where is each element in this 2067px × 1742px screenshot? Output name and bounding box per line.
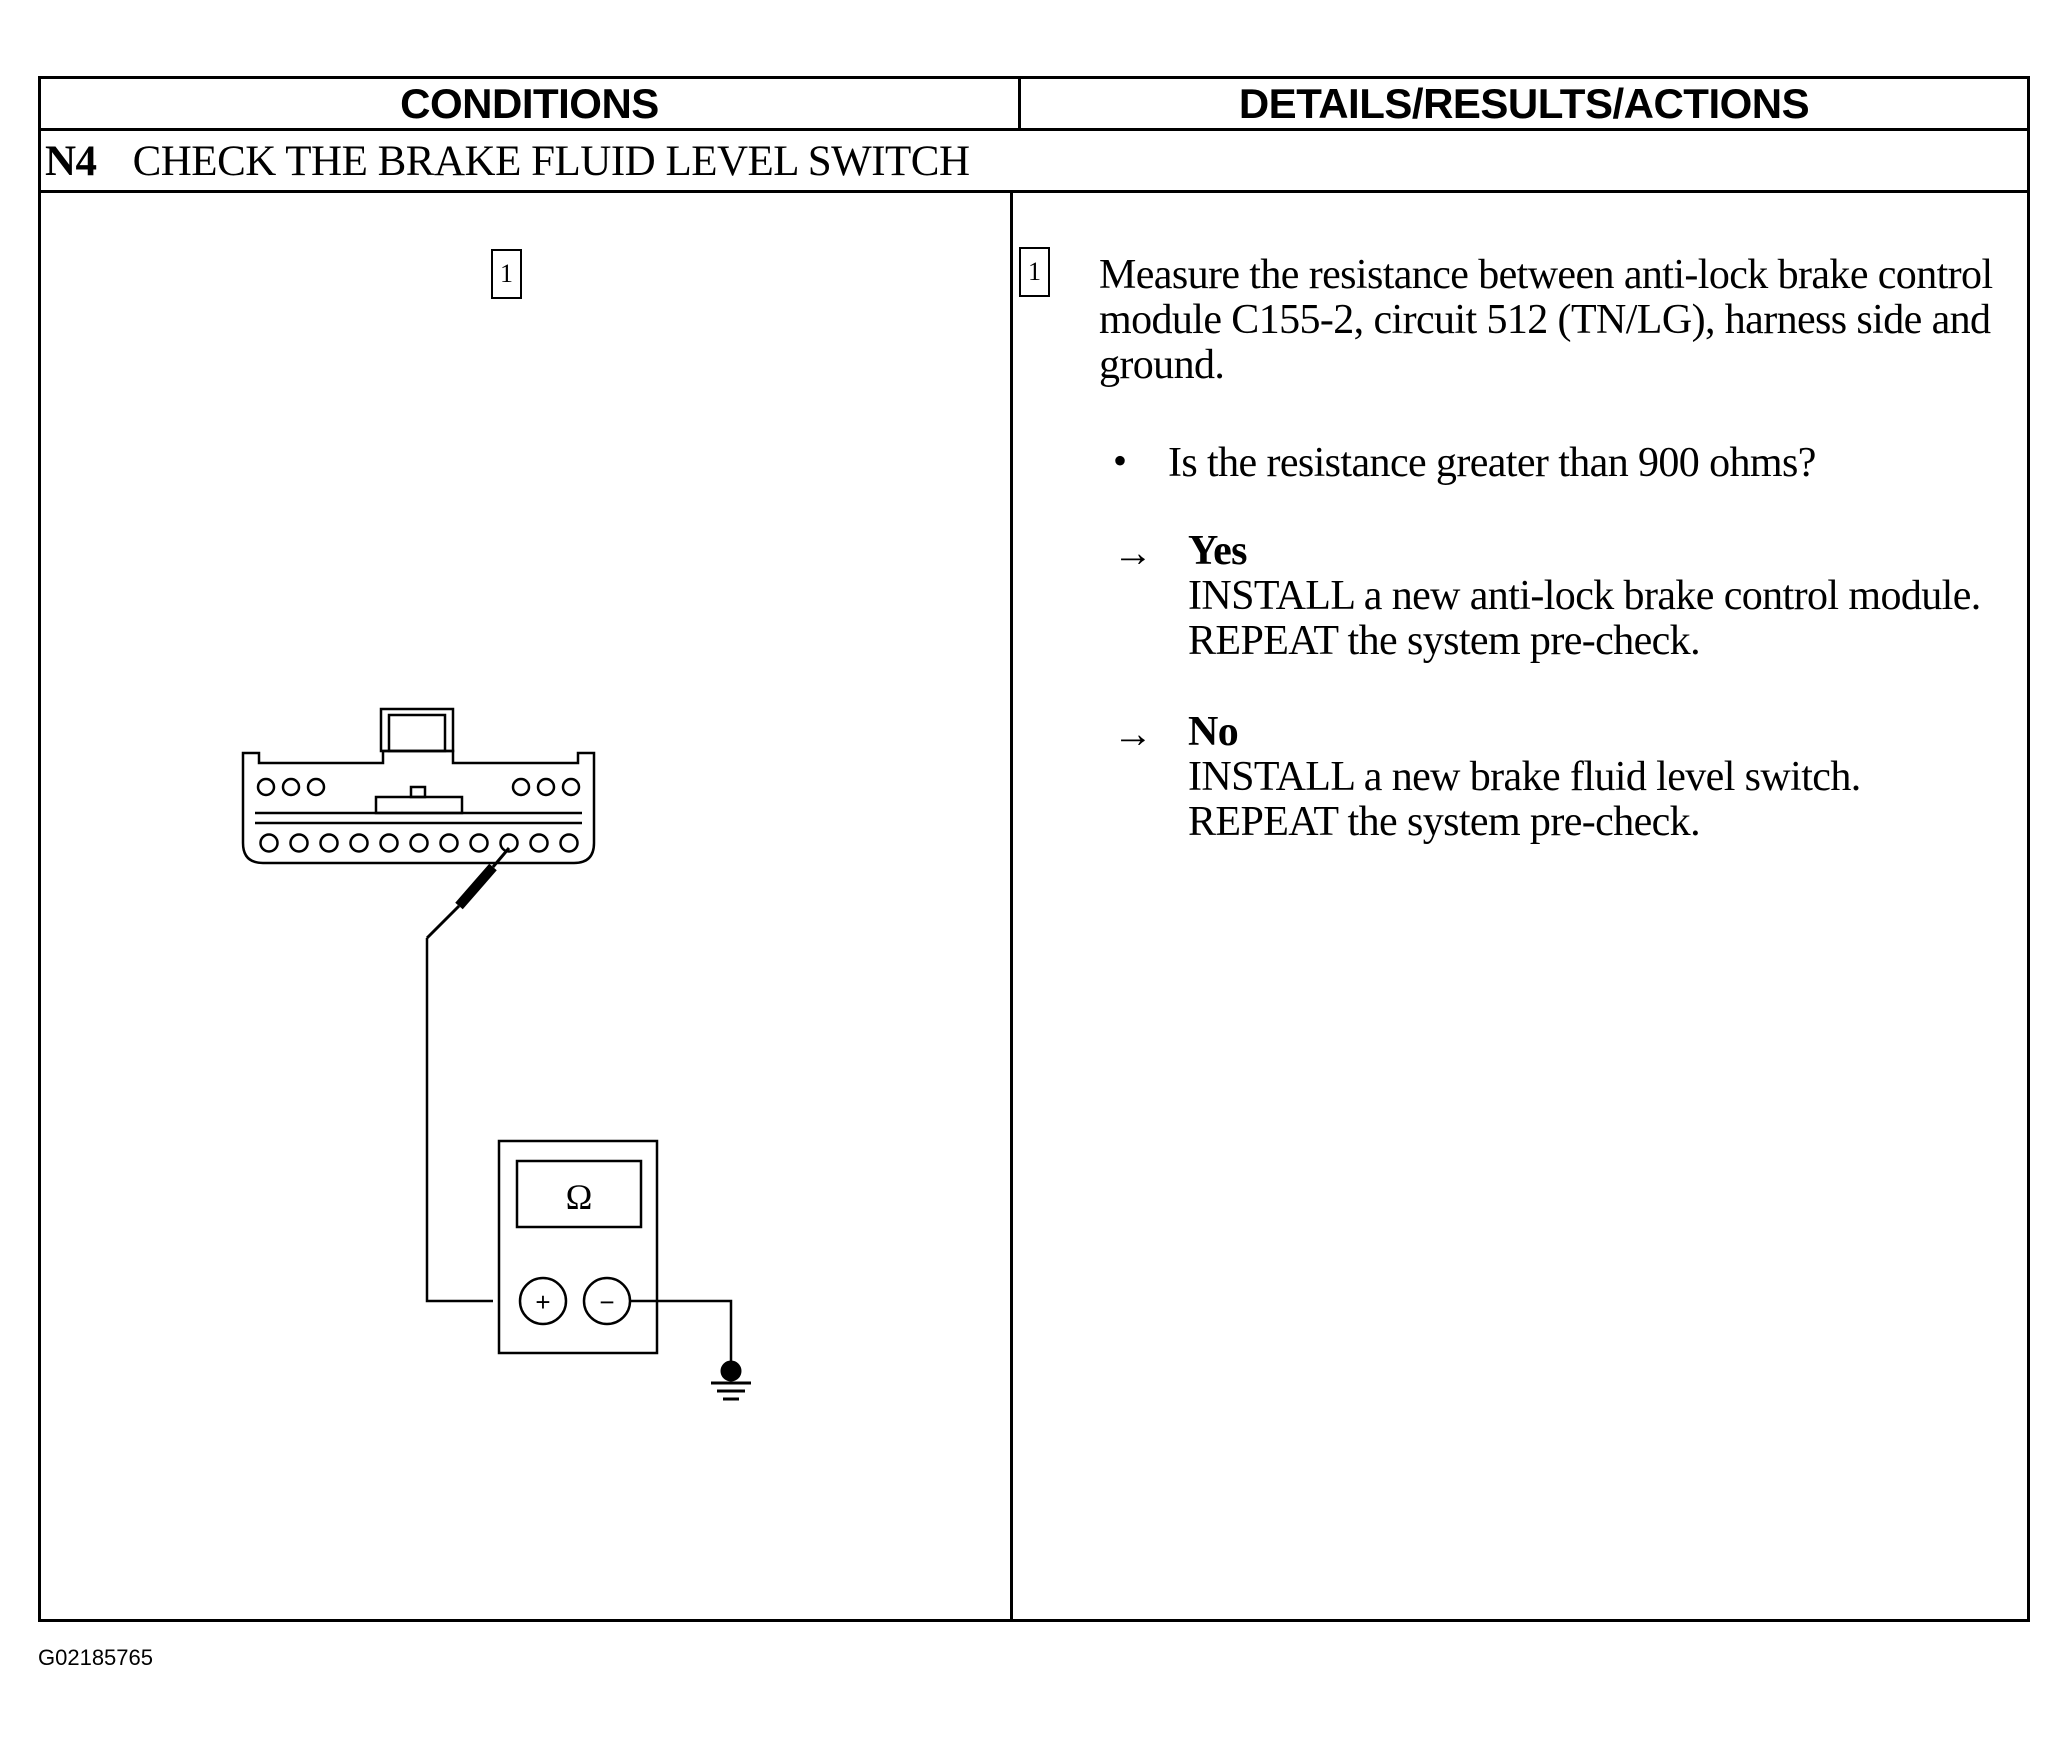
ohm-symbol: Ω — [566, 1177, 593, 1217]
result-answer: No — [1188, 709, 1239, 755]
result-answer: Yes — [1188, 528, 1247, 574]
result-action: INSTALL a new brake fluid level switch. … — [1188, 754, 1861, 845]
result-action: INSTALL a new anti-lock brake control mo… — [1188, 573, 1981, 664]
arrow-icon: → — [1113, 530, 1153, 575]
connector-c155 — [241, 707, 596, 865]
column-divider — [1010, 193, 1013, 1622]
result-no: No INSTALL a new brake fluid level switc… — [1188, 710, 2008, 845]
step-title-text: CHECK THE BRAKE FLUID LEVEL SWITCH — [132, 138, 970, 185]
figure-id: G02185765 — [38, 1645, 153, 1670]
procedure-table: CONDITIONS DETAILS/RESULTS/ACTIONS N4 CHE… — [38, 76, 2030, 1622]
question-text: Is the resistance greater than 900 ohms? — [1168, 440, 1816, 486]
step-code: N4 — [45, 138, 97, 185]
wiring-diagram: Ω + − — [241, 707, 751, 1401]
ground-icon — [711, 1360, 751, 1401]
details-header: DETAILS/RESULTS/ACTIONS — [1238, 79, 1810, 127]
minus-terminal-icon: − — [599, 1287, 614, 1317]
step-title: N4 CHECK THE BRAKE FLUID LEVEL SWITCH — [45, 137, 970, 186]
step-title-row: N4 CHECK THE BRAKE FLUID LEVEL SWITCH — [41, 131, 2027, 193]
details-panel: 1 Measure the resistance between anti-lo… — [1013, 193, 2027, 1619]
details-step-number: 1 — [1019, 247, 1050, 297]
ohmmeter — [497, 1139, 659, 1355]
instruction-text: Measure the resistance between anti-lock… — [1099, 252, 1993, 388]
test-lead-positive — [425, 938, 493, 1303]
conditions-header: CONDITIONS — [41, 79, 1021, 128]
table-header-row: CONDITIONS DETAILS/RESULTS/ACTIONS — [41, 79, 2027, 131]
test-probe — [425, 847, 511, 940]
bullet-icon: • — [1113, 438, 1128, 483]
arrow-icon: → — [1113, 711, 1153, 756]
plus-terminal-icon: + — [535, 1287, 550, 1317]
result-yes: Yes INSTALL a new anti-lock brake contro… — [1188, 529, 2008, 664]
conditions-panel: 1 — [41, 193, 1010, 1619]
diagram-step-number: 1 — [491, 249, 522, 299]
test-lead-negative — [630, 1299, 733, 1363]
